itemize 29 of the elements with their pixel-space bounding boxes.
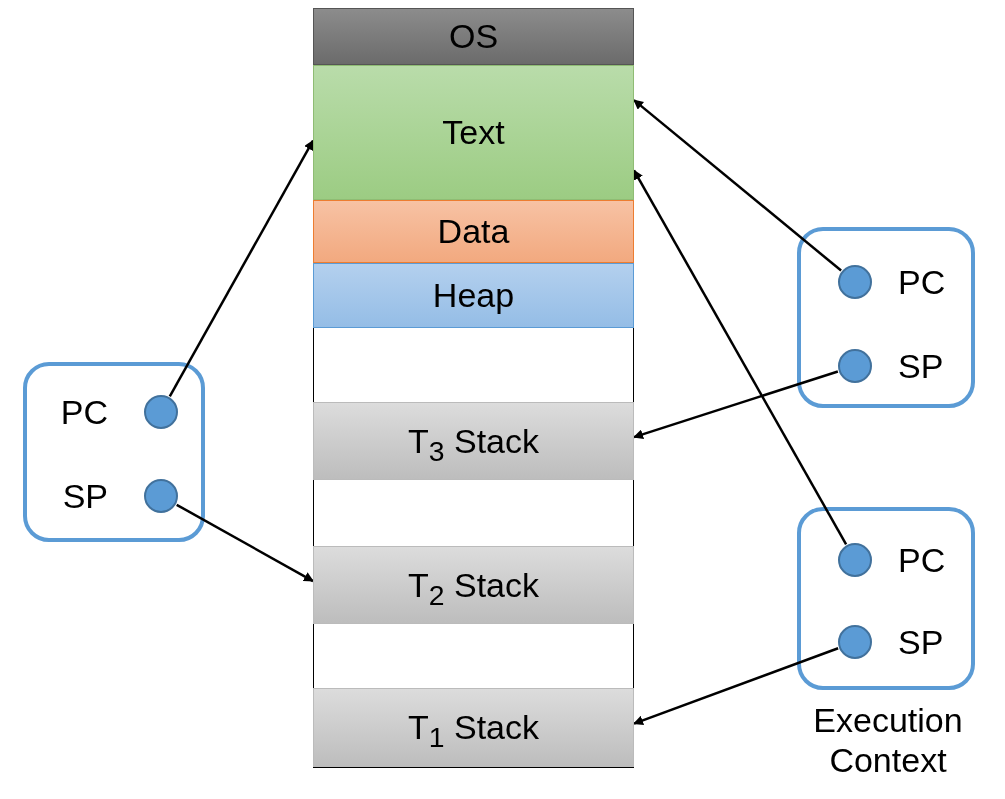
register-dot [838,349,872,383]
register-dot [838,625,872,659]
arrow [633,647,839,726]
memory-segment: T$_{2}$ Stack [313,546,634,624]
memory-segment: T$_{3}$ Stack [313,402,634,480]
register-label: SP [62,476,108,516]
memory-segment: Text [313,65,634,200]
register-label: PC [60,392,108,432]
memory-segment: Data [313,200,634,263]
arrow [176,503,314,583]
register-label: SP [898,346,944,386]
memory-segment: Heap [313,263,634,328]
register-label: SP [898,622,944,662]
arrow [633,99,842,272]
caption-text: Execution Context [812,700,964,780]
register-dot [144,479,178,513]
context-box [23,362,205,542]
memory-segment: T$_{1}$ Stack [313,688,634,767]
arrow [632,169,848,545]
context-box [797,507,975,690]
arrow [633,370,839,440]
register-dot [144,395,178,429]
register-label: PC [898,262,946,302]
register-dot [838,265,872,299]
context-box [797,227,975,408]
register-label: PC [898,540,946,580]
register-dot [838,543,872,577]
memory-segment: OS [313,8,634,65]
arrow [168,139,315,397]
